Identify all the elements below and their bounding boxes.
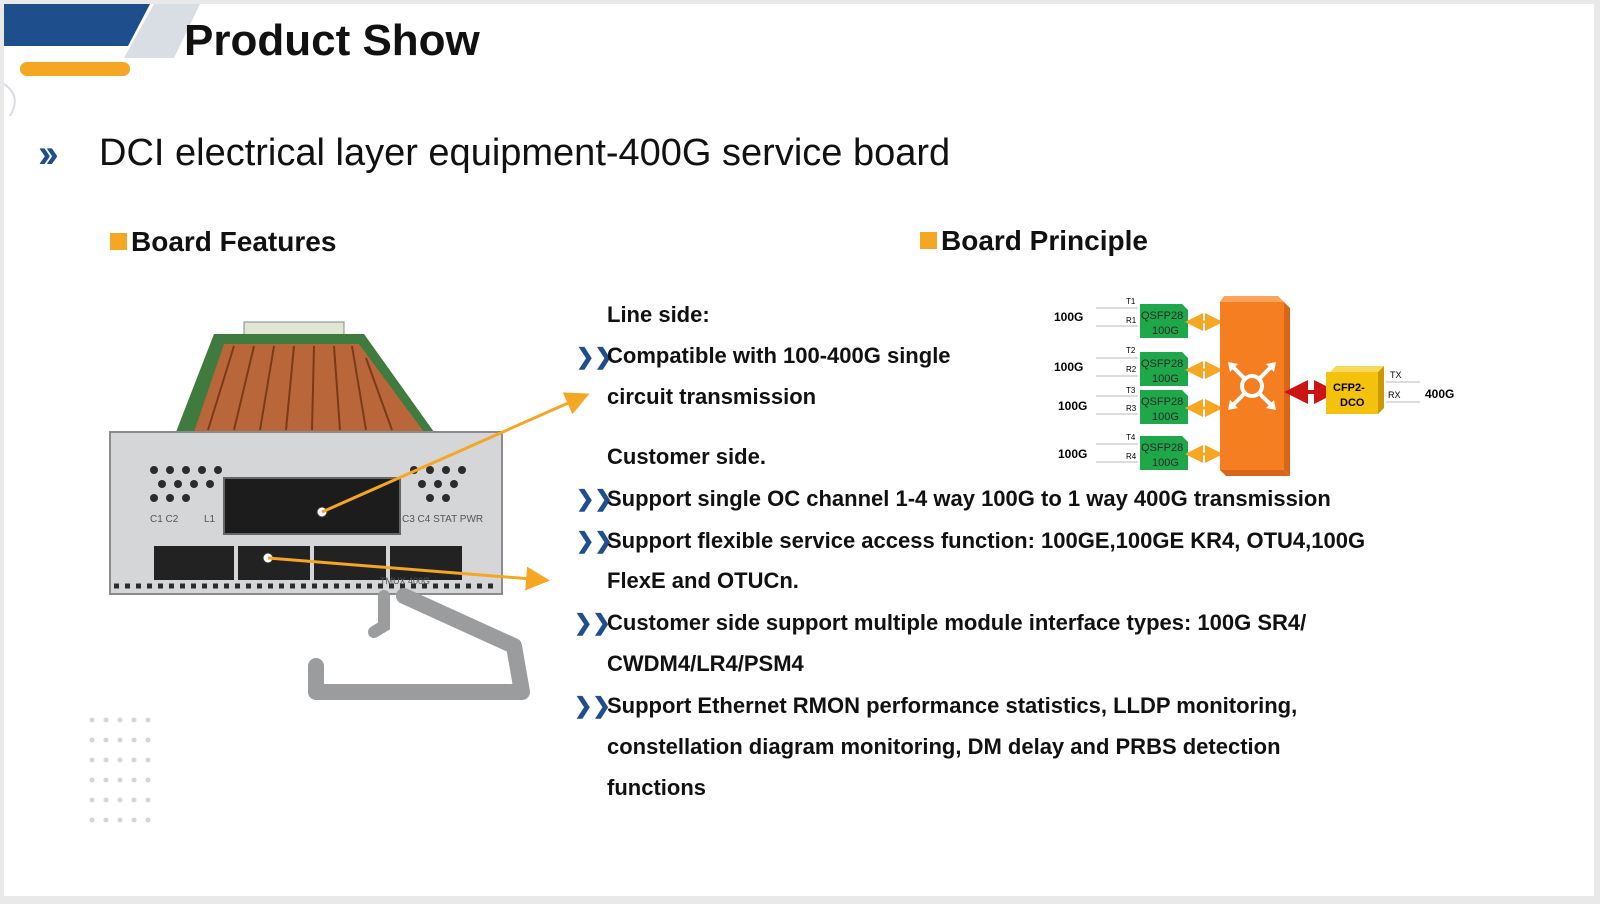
feature-text: circuit transmission <box>607 384 817 409</box>
svg-text:R1: R1 <box>1126 316 1137 325</box>
feature-text: Support Ethernet RMON performance statis… <box>607 693 1298 718</box>
port-label: C1 C2 <box>150 514 179 525</box>
svg-text:100G: 100G <box>1058 399 1087 413</box>
section-board-features: Board Features <box>110 226 336 258</box>
port-label: C3 C4 STAT PWR <box>402 514 483 525</box>
svg-text:T2: T2 <box>1126 346 1136 355</box>
double-chevron-icon: ❯❯ <box>574 693 611 718</box>
dot-grid-decoration <box>89 717 151 823</box>
diagram-input-row: 100G T2 R2 QSFP28 100G <box>1054 346 1223 386</box>
svg-text:100G: 100G <box>1152 325 1179 337</box>
svg-text:100G: 100G <box>1152 457 1179 469</box>
feature-text: functions <box>607 775 706 800</box>
svg-text:QSFP28: QSFP28 <box>1141 396 1183 408</box>
svg-text:100G: 100G <box>1054 360 1083 374</box>
double-chevron-icon: ❯❯ <box>576 528 613 553</box>
switch-block <box>1220 296 1290 476</box>
board-image: C1 C2 L1 C3 C4 STAT PWR TMUX 400G <box>109 321 530 700</box>
board-principle-diagram: 100G T1 R1 QSFP28 100G 100G T2 R2 QSFP28… <box>1054 296 1454 476</box>
page-title: Product Show <box>184 16 480 65</box>
cfp2-dco-module: CFP2- DCO <box>1326 366 1384 414</box>
svg-text:R2: R2 <box>1126 365 1137 374</box>
svg-text:T3: T3 <box>1126 386 1136 395</box>
svg-text:T1: T1 <box>1126 297 1136 306</box>
svg-text:100G: 100G <box>1054 310 1083 324</box>
svg-text:RX: RX <box>1388 390 1401 400</box>
feature-text: Support flexible service access function… <box>607 528 1366 553</box>
feature-text: Support single OC channel 1-4 way 100G t… <box>607 486 1331 511</box>
diagram-input-row: 100G T3 R3 QSFP28 100G <box>1058 386 1223 424</box>
section-label: Board Features <box>131 226 337 257</box>
feature-text: Compatible with 100-400G single <box>607 343 951 368</box>
svg-text:100G: 100G <box>1152 411 1179 423</box>
line-side-heading: Line side: <box>607 302 710 327</box>
svg-text:R4: R4 <box>1126 452 1137 461</box>
diagram-input-row: 100G T4 R4 QSFP28 100G <box>1058 433 1223 470</box>
double-chevron-icon: ❯❯ <box>574 610 611 635</box>
svg-text:100G: 100G <box>1058 447 1087 461</box>
svg-text:100G: 100G <box>1152 373 1179 385</box>
double-chevron-icon: ❯❯ <box>576 486 613 511</box>
svg-text:TX: TX <box>1390 370 1402 380</box>
svg-text:QSFP28: QSFP28 <box>1141 358 1183 370</box>
square-bullet-icon <box>920 232 937 249</box>
svg-text:R3: R3 <box>1126 404 1137 413</box>
double-chevron-icon: ❯❯ <box>576 344 613 369</box>
subtitle: DCI electrical layer equipment-400G serv… <box>99 132 951 174</box>
square-bullet-icon <box>110 233 127 250</box>
feature-text: Customer side support multiple module in… <box>607 610 1307 635</box>
section-board-principle: Board Principle <box>920 225 1148 257</box>
customer-side-heading: Customer side. <box>607 444 766 469</box>
board-model-label: TMUX 400G <box>380 576 430 586</box>
svg-text:QSFP28: QSFP28 <box>1141 310 1183 322</box>
section-label: Board Principle <box>941 225 1148 256</box>
callout-arrows <box>267 392 590 591</box>
feature-text: constellation diagram monitoring, DM del… <box>607 734 1281 759</box>
feature-text: CWDM4/LR4/PSM4 <box>607 651 804 676</box>
svg-text:QSFP28: QSFP28 <box>1141 442 1183 454</box>
port-label: L1 <box>204 514 216 525</box>
slide: Product Show ›› DCI electrical layer equ… <box>4 4 1594 896</box>
header-decoration <box>4 4 200 117</box>
diagram-input-row: 100G T1 R1 QSFP28 100G <box>1054 297 1223 338</box>
feature-text: FlexE and OTUCn. <box>607 568 799 593</box>
svg-text:CFP2-: CFP2- <box>1333 382 1365 394</box>
svg-text:400G: 400G <box>1425 387 1454 401</box>
svg-text:T4: T4 <box>1126 433 1136 442</box>
svg-text:DCO: DCO <box>1340 397 1365 409</box>
